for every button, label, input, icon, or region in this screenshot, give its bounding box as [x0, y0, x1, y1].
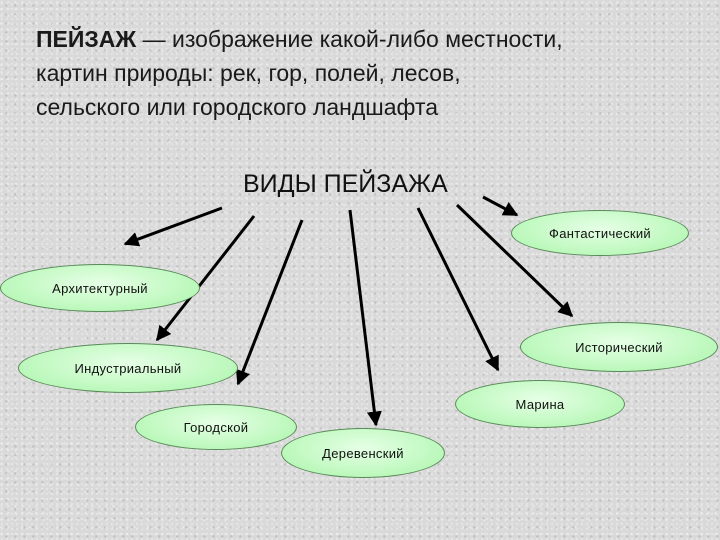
node-architectural: Архитектурный [0, 264, 200, 312]
definition-line-2: картин природы: рек, гор, полей, лесов, [36, 60, 461, 86]
arrow-to-urban [235, 219, 304, 386]
definition-term: ПЕЙЗАЖ [36, 26, 137, 52]
node-historical-label: Исторический [575, 339, 663, 355]
diagram-title: ВИДЫ ПЕЙЗАЖА [243, 170, 448, 198]
node-rural-label: Деревенский [322, 445, 404, 461]
node-industrial-label: Индустриальный [74, 360, 182, 376]
node-rural: Деревенский [281, 428, 445, 478]
node-fantastic: Фантастический [511, 210, 689, 256]
definition-line-3: сельского или городского ландшафта [36, 94, 439, 120]
definition-line-1: ПЕЙЗАЖ — изображение какой-либо местност… [36, 22, 696, 56]
definition-text: ПЕЙЗАЖ — изображение какой-либо местност… [36, 22, 696, 124]
arrow-to-architectural [123, 206, 223, 247]
arrow-to-industrial [155, 215, 256, 342]
node-marina-label: Марина [515, 396, 565, 412]
arrow-to-fantastic [482, 195, 519, 217]
node-architectural-label: Архитектурный [52, 280, 148, 296]
arrow-to-marina [416, 207, 500, 372]
arrow-to-rural [348, 209, 382, 427]
node-urban: Городской [135, 404, 297, 450]
node-marina: Марина [455, 380, 625, 428]
node-fantastic-label: Фантастический [549, 225, 651, 241]
definition-line-1-rest: — изображение какой-либо местности, [136, 26, 563, 52]
node-industrial: Индустриальный [18, 343, 238, 393]
node-urban-label: Городской [183, 419, 249, 435]
node-historical: Исторический [520, 322, 718, 372]
arrow-to-historical [455, 203, 574, 318]
